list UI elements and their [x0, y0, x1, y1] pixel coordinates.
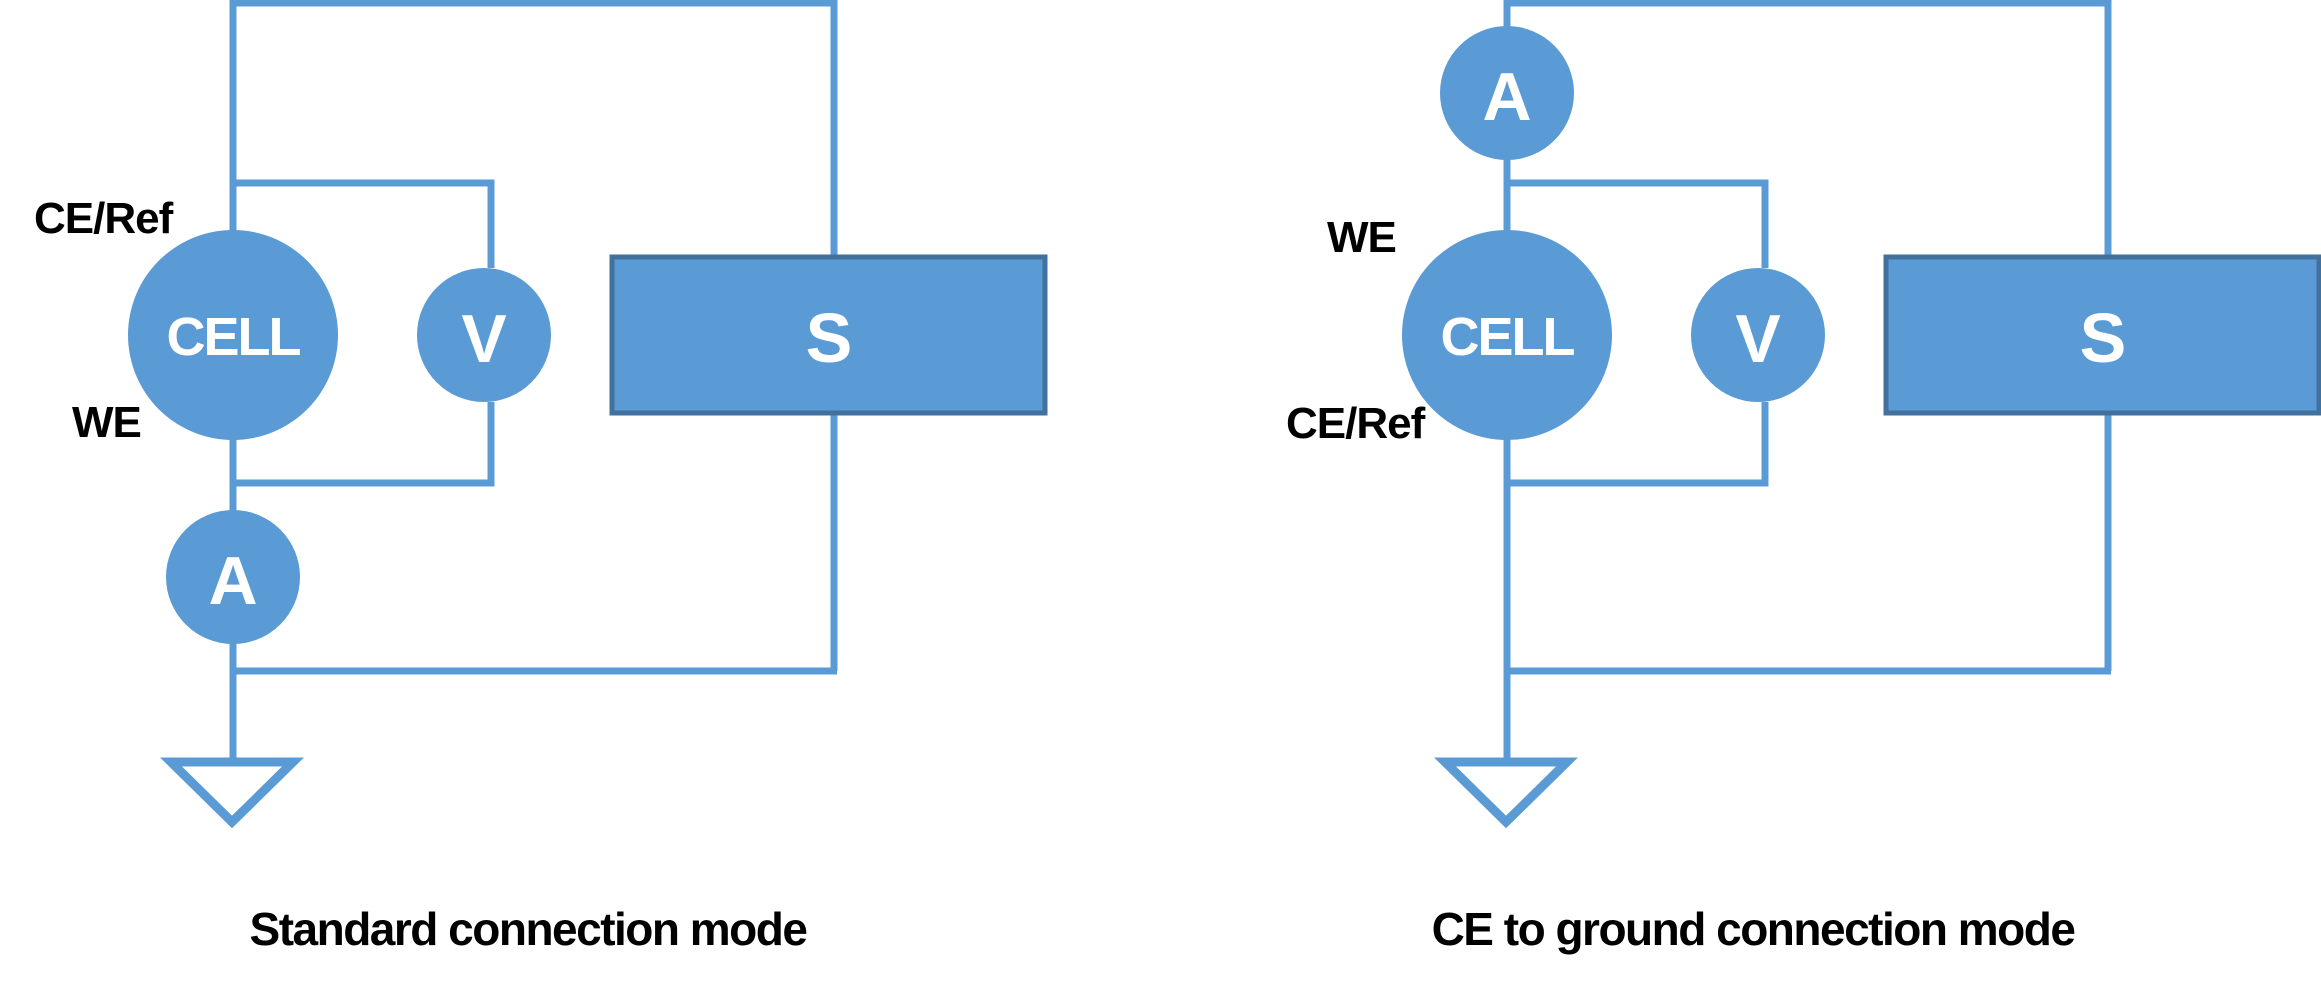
wire-voltmeter-top — [233, 179, 495, 268]
ground-icon — [160, 757, 304, 829]
ammeter-label: A — [208, 543, 257, 619]
source-box — [1883, 254, 2321, 416]
ammeter-symbol — [1440, 26, 1574, 160]
terminal-label-bottom: CE/Ref — [1286, 399, 1426, 448]
voltmeter-symbol — [1691, 268, 1825, 402]
source-box — [609, 254, 1048, 416]
terminal-label-bottom: WE — [72, 398, 141, 447]
source-label: S — [2080, 299, 2127, 377]
ammeter-label: A — [1482, 59, 1531, 135]
source-label: S — [806, 299, 853, 377]
wire-voltmeter-top — [1507, 179, 1769, 268]
cell-label: CELL — [167, 307, 301, 367]
voltmeter-symbol — [417, 268, 551, 402]
ammeter-symbol — [166, 510, 300, 644]
panel-standard: CELL V A S CE/Ref WE Standard connection… — [34, 0, 1048, 955]
cell-symbol — [1402, 230, 1612, 440]
wire-voltmeter-bottom — [233, 402, 495, 487]
cell-symbol — [128, 230, 338, 440]
wire-voltmeter-bottom — [1507, 402, 1769, 487]
caption-ce-to-ground: CE to ground connection mode — [1432, 903, 2076, 955]
caption-standard: Standard connection mode — [250, 903, 808, 955]
cell-label: CELL — [1441, 307, 1575, 367]
terminal-label-top: WE — [1327, 213, 1396, 262]
terminal-label-top: CE/Ref — [34, 194, 174, 243]
voltmeter-label: V — [1735, 301, 1780, 377]
panel-ce-to-ground: A CELL V S WE CE/Ref CE to ground connec… — [1286, 0, 2321, 955]
voltmeter-label: V — [461, 301, 506, 377]
ground-icon — [1434, 757, 1578, 829]
